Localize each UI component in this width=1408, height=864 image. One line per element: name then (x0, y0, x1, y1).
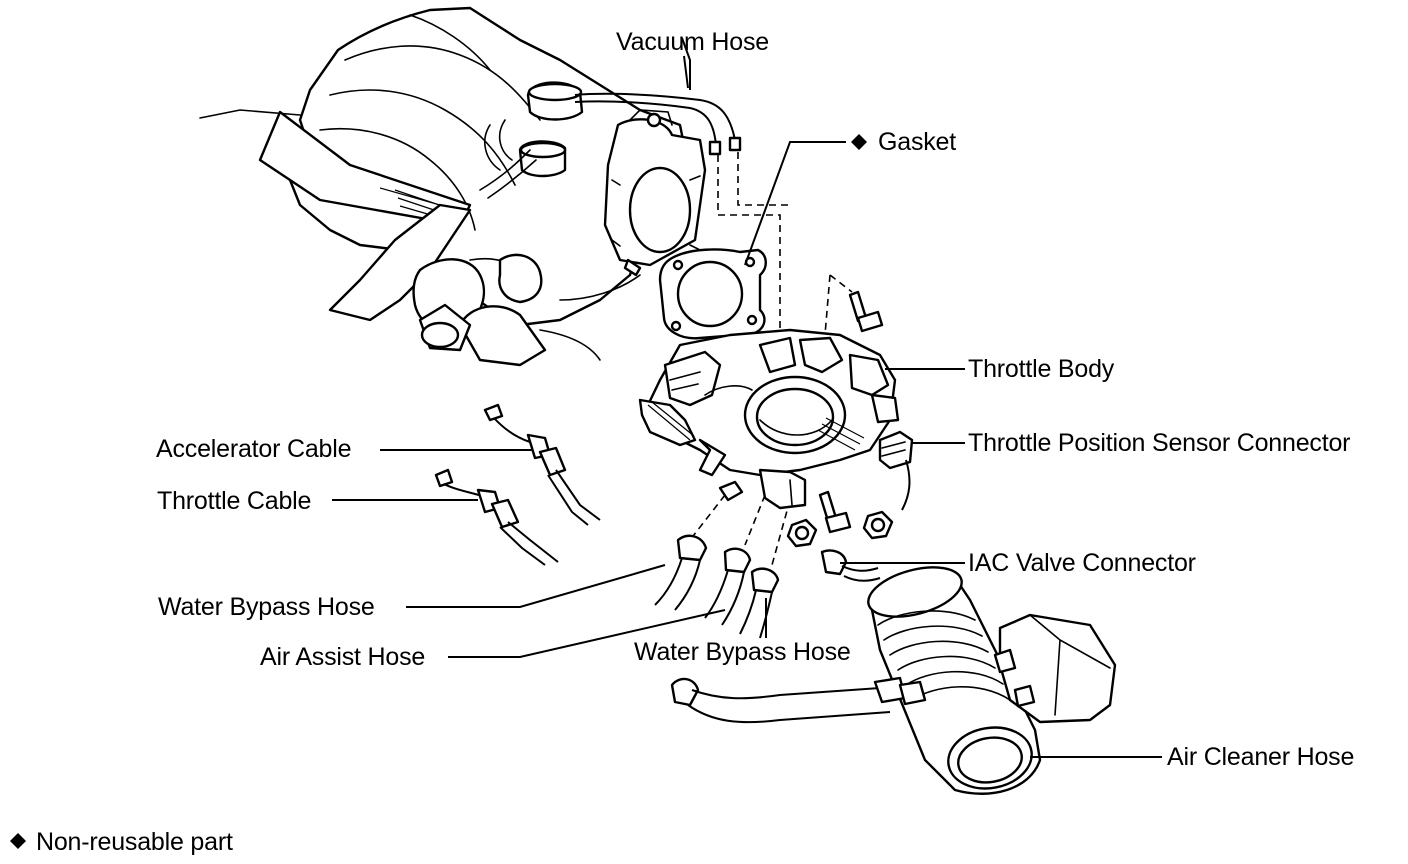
throttle-body (638, 328, 900, 510)
intake-manifold (199, 6, 742, 367)
tps-connector-part (878, 430, 914, 511)
diamond-icon (10, 833, 26, 849)
label-iac-valve-connector: IAC Valve Connector (968, 549, 1196, 577)
label-vacuum-hose: Vacuum Hose (616, 28, 769, 56)
label-air-cleaner-hose: Air Cleaner Hose (1167, 743, 1355, 771)
leader-lines (332, 55, 1162, 758)
fasteners (786, 290, 894, 548)
label-water-bypass-hose-left: Water Bypass Hose (158, 593, 375, 621)
label-throttle-position-sensor-connector: Throttle Position Sensor Connector (968, 429, 1351, 457)
label-throttle-body: Throttle Body (968, 355, 1115, 383)
cables (434, 403, 601, 566)
label-throttle-cable: Throttle Cable (157, 487, 312, 515)
air-cleaner-hose-part (670, 566, 1117, 795)
label-air-assist-hose: Air Assist Hose (260, 643, 426, 671)
legend-non-reusable-part: Non-reusable part (36, 828, 233, 856)
label-accelerator-cable: Accelerator Cable (156, 435, 352, 463)
label-gasket: Gasket (878, 128, 956, 156)
alignment-dashes (689, 152, 853, 566)
small-hoses (654, 534, 881, 639)
diamond-icon (851, 134, 867, 150)
gasket (658, 248, 767, 340)
label-water-bypass-hose-center: Water Bypass Hose (634, 638, 851, 666)
